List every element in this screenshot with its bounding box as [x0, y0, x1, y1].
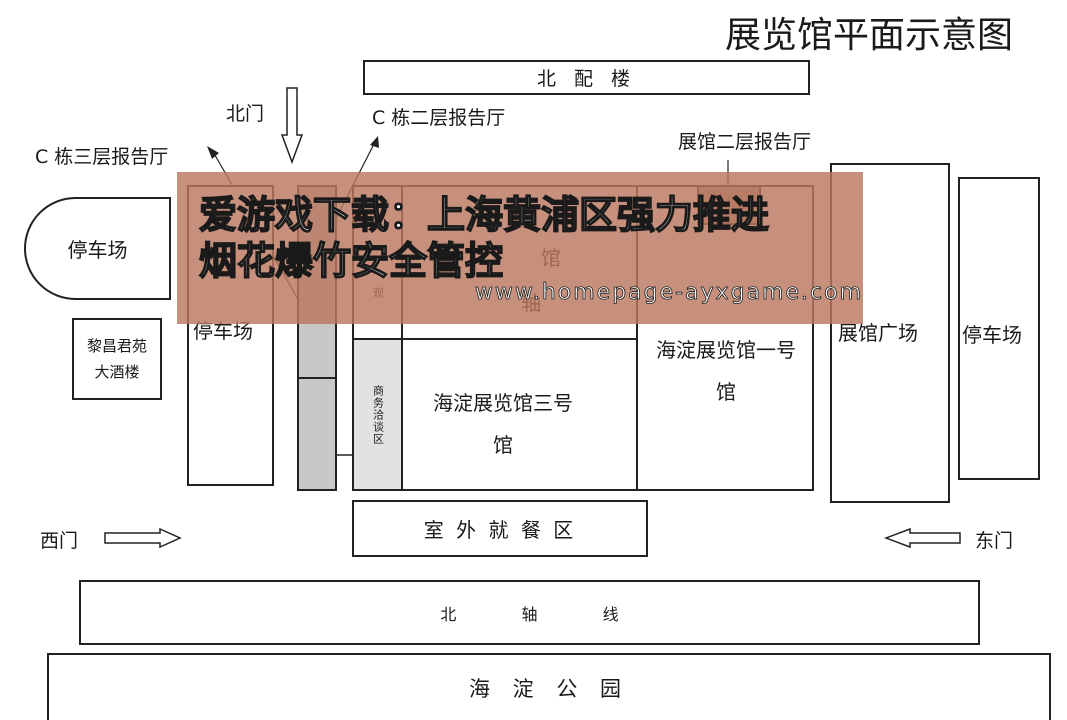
park-label: 海 淀 公 园: [468, 676, 630, 701]
parking-right-label: 停车场: [962, 323, 1022, 347]
north-building-label: 北 配 楼: [536, 68, 637, 90]
hall-three-label: 海淀展览馆三号馆: [433, 391, 573, 457]
north-building: 北 配 楼: [363, 60, 810, 95]
outdoor-dining-label: 室 外 就 餐 区: [423, 518, 577, 542]
hotel-label: 黎昌君苑大酒楼: [86, 337, 147, 381]
banner-headline-line1: 爱游戏下载：上海黄浦区强力推进: [198, 192, 770, 238]
c-third-floor-hall-label: C 栋三层报告厅: [35, 146, 169, 168]
banner-headline: 爱游戏下载：上海黄浦区强力推进 烟花爆竹安全管控: [198, 192, 770, 284]
hall-three: 海淀展览馆三号馆: [401, 338, 638, 491]
park: 海 淀 公 园: [47, 653, 1051, 720]
c-second-floor-arrowhead-icon: [370, 136, 379, 148]
exhibit-second-floor-hall-label: 展馆二层报告厅: [678, 131, 812, 153]
business-area: 商务洽谈区: [352, 338, 403, 491]
west-gate-label: 西门: [40, 530, 79, 552]
overlay-banner[interactable]: 爱游戏下载：上海黄浦区强力推进 烟花爆竹安全管控 www.homepage-ay…: [177, 172, 863, 324]
hotel: 黎昌君苑大酒楼: [72, 318, 162, 400]
map-title: 展览馆平面示意图: [725, 15, 1014, 56]
parking-right: 停车场: [958, 177, 1040, 480]
banner-headline-line2: 烟花爆竹安全管控: [198, 238, 504, 284]
parking-left-round-label: 停车场: [67, 238, 128, 262]
parking-left-round: 停车场: [24, 197, 171, 300]
business-area-label: 商务洽谈区: [371, 384, 385, 445]
banner-url[interactable]: www.homepage-ayxgame.com: [474, 280, 863, 306]
exhibit-plaza-label: 展馆广场: [838, 321, 918, 345]
north-gate-arrow-icon: [280, 87, 304, 165]
c-second-floor-hall-label: C 栋二层报告厅: [372, 107, 506, 129]
north-axis: 北 轴 线: [79, 580, 980, 645]
east-gate-label: 东门: [975, 530, 1014, 552]
east-gate-arrow-icon: [883, 527, 961, 549]
north-axis-label: 北 轴 线: [440, 604, 619, 624]
north-gate-label: 北门: [226, 103, 265, 125]
outdoor-dining: 室 外 就 餐 区: [352, 500, 648, 557]
c-third-floor-arrowhead-icon: [207, 146, 219, 159]
west-gate-arrow-icon: [104, 527, 182, 549]
gray-column-bottom: [297, 377, 337, 491]
hall-one-label: 海淀展览馆一号馆: [656, 338, 796, 404]
